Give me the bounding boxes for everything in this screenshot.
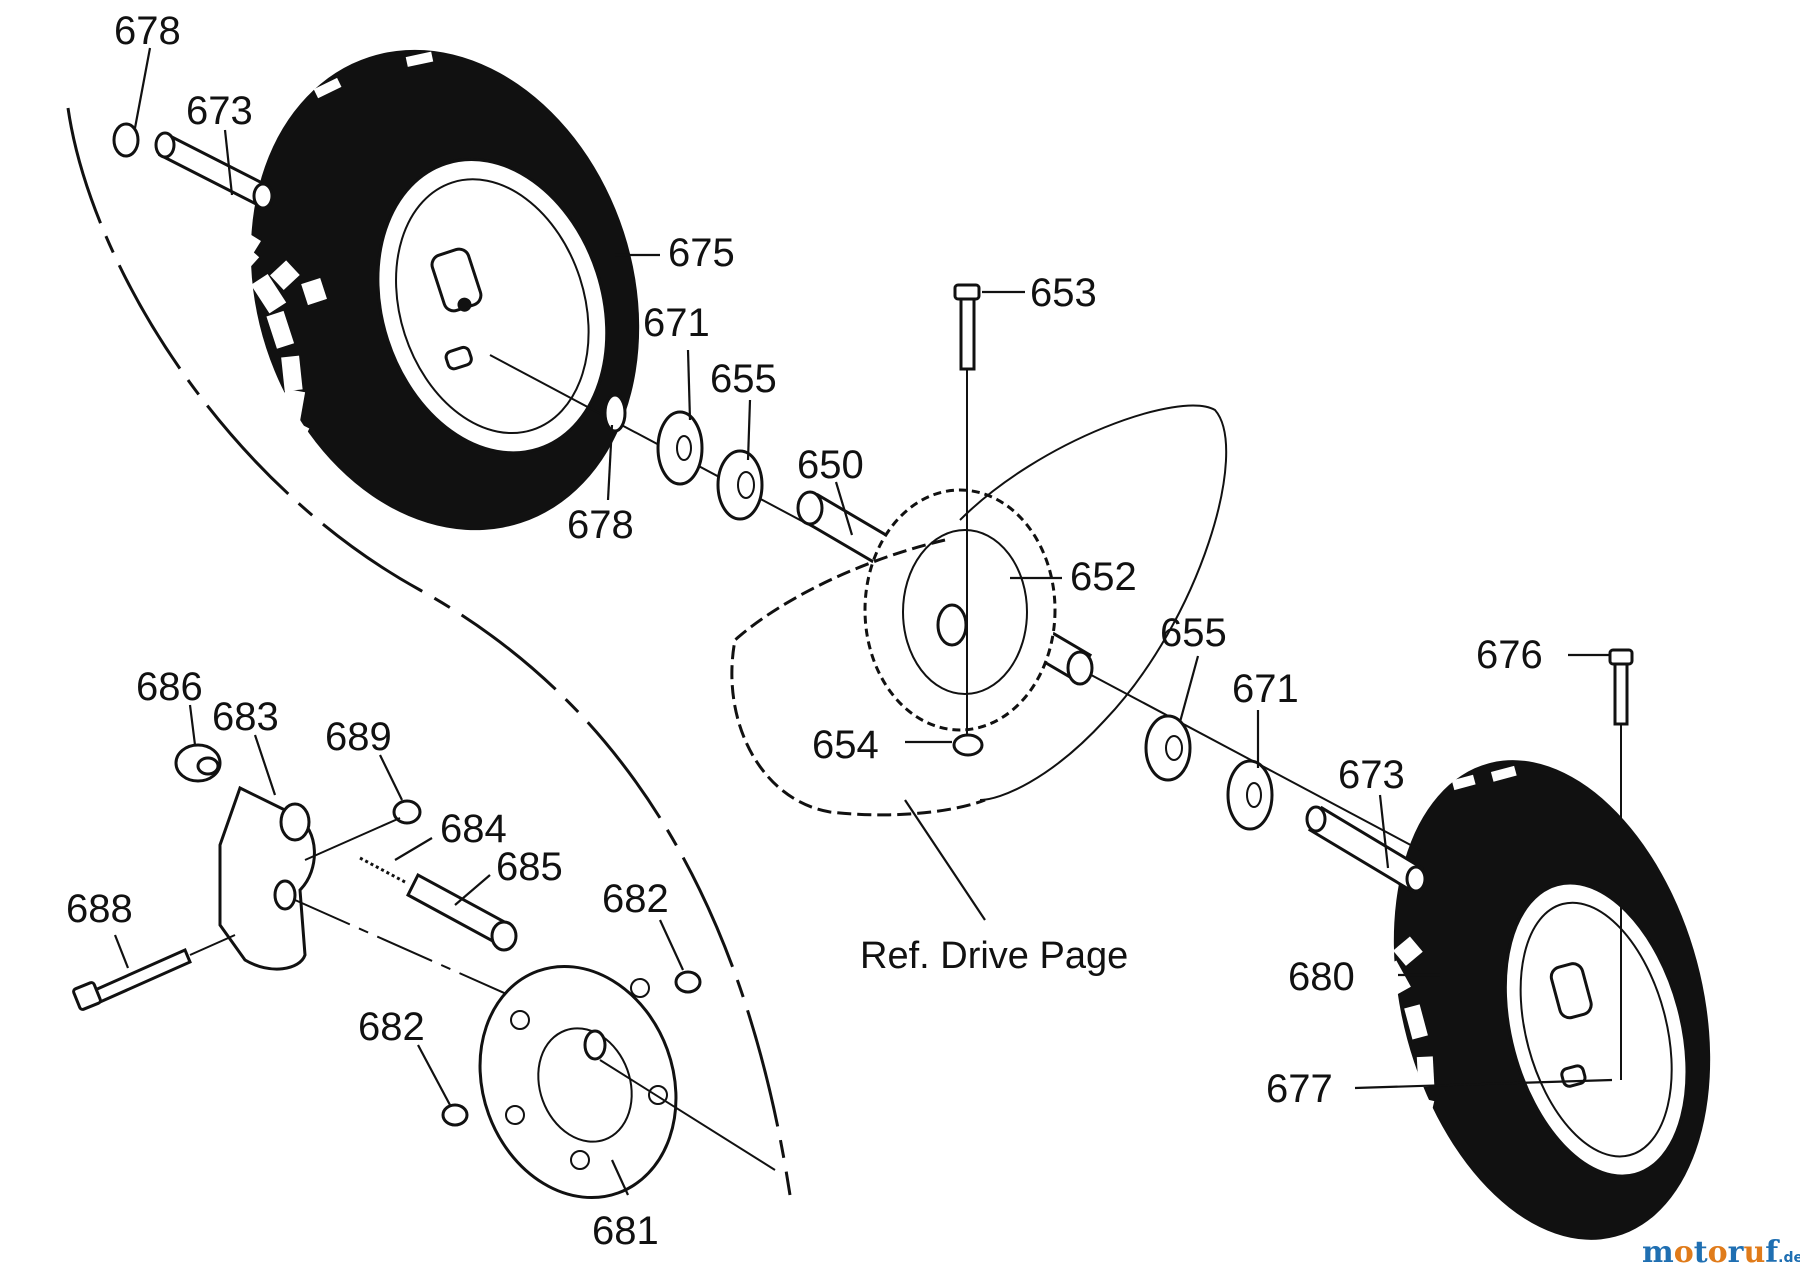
callout-655-upper: 655 <box>710 357 777 401</box>
watermark-letter: o <box>1708 1235 1728 1270</box>
leader-673b <box>1378 794 1390 869</box>
leader-685 <box>454 874 491 906</box>
nut-654 <box>952 733 984 757</box>
callout-673-top: 673 <box>186 89 253 133</box>
callout-650: 650 <box>797 443 864 487</box>
leader-671a <box>686 349 692 421</box>
watermark-letter: f <box>1765 1235 1780 1270</box>
shaft-sprocket-assembly <box>796 488 1094 732</box>
mounting-plate <box>478 964 776 1200</box>
callout-677: 677 <box>1266 1067 1333 1111</box>
callout-680: 680 <box>1288 955 1355 999</box>
callout-676: 676 <box>1476 633 1543 677</box>
bracket-assembly <box>72 743 521 1011</box>
washer-lower <box>1226 759 1274 831</box>
callout-678-lower: 678 <box>567 503 634 547</box>
callout-686: 686 <box>136 665 203 709</box>
leader-683 <box>253 734 277 796</box>
nut-upper <box>716 449 764 521</box>
nut-lower <box>1144 714 1192 782</box>
spacer-right <box>1305 805 1427 893</box>
callout-689: 689 <box>325 715 392 759</box>
watermark-letter: r <box>1728 1235 1745 1270</box>
leader-678a <box>133 47 152 129</box>
callout-682-upper: 682 <box>602 877 669 921</box>
ref-drive-page-note: Ref. Drive Page <box>860 935 1128 977</box>
watermark-letter: o <box>1674 1235 1694 1270</box>
callout-673-lower: 673 <box>1338 753 1405 797</box>
watermark-letter: u <box>1743 1235 1765 1270</box>
left-wheel <box>223 49 640 531</box>
callout-675: 675 <box>668 231 735 275</box>
bolt-653 <box>953 283 981 745</box>
callout-684: 684 <box>440 807 507 851</box>
housing-outline <box>66 107 792 1196</box>
callout-671-upper: 671 <box>643 301 710 345</box>
watermark-tld: .de <box>1778 1250 1800 1266</box>
nut-682-lower <box>441 1103 469 1127</box>
leader-655b <box>1178 655 1200 723</box>
leader-678b <box>606 424 614 501</box>
callout-653: 653 <box>1030 271 1097 315</box>
clip-left-top <box>112 122 140 158</box>
leader-673a <box>223 129 234 196</box>
leader-650 <box>834 481 854 536</box>
callout-678-top: 678 <box>114 9 181 53</box>
bolt-676 <box>1608 648 1634 1080</box>
leader-681 <box>610 1159 630 1196</box>
leader-682b <box>417 1044 451 1106</box>
clip-lower <box>603 393 627 433</box>
leader-677 <box>1354 1078 1613 1090</box>
leader-688 <box>113 934 130 969</box>
callout-681: 681 <box>592 1209 659 1253</box>
callout-682-lower: 682 <box>358 1005 425 1049</box>
watermark-logo: motoruf.de <box>1642 1235 1800 1270</box>
callout-655-lower: 655 <box>1160 611 1227 655</box>
right-wheel <box>1349 760 1711 1240</box>
callout-652: 652 <box>1070 555 1137 599</box>
leader-655a <box>746 399 752 461</box>
leader-689 <box>379 754 403 801</box>
watermark-letter: m <box>1642 1235 1674 1270</box>
watermark-brand: motoruf <box>1642 1235 1780 1270</box>
leader-682a <box>659 919 684 971</box>
washer-upper <box>656 410 704 486</box>
leader-684 <box>394 837 433 861</box>
spacer-left <box>154 131 274 210</box>
leader-686 <box>188 704 197 746</box>
callout-671-lower: 671 <box>1232 667 1299 711</box>
drive-chain <box>730 538 986 817</box>
leader-ref-drive <box>904 799 986 921</box>
callout-683: 683 <box>212 695 279 739</box>
watermark-letter: t <box>1694 1235 1708 1270</box>
nut-682-upper <box>674 970 702 994</box>
callout-685: 685 <box>496 845 563 889</box>
callout-688: 688 <box>66 887 133 931</box>
chain-boundary <box>959 404 1228 801</box>
callout-654: 654 <box>812 723 879 767</box>
